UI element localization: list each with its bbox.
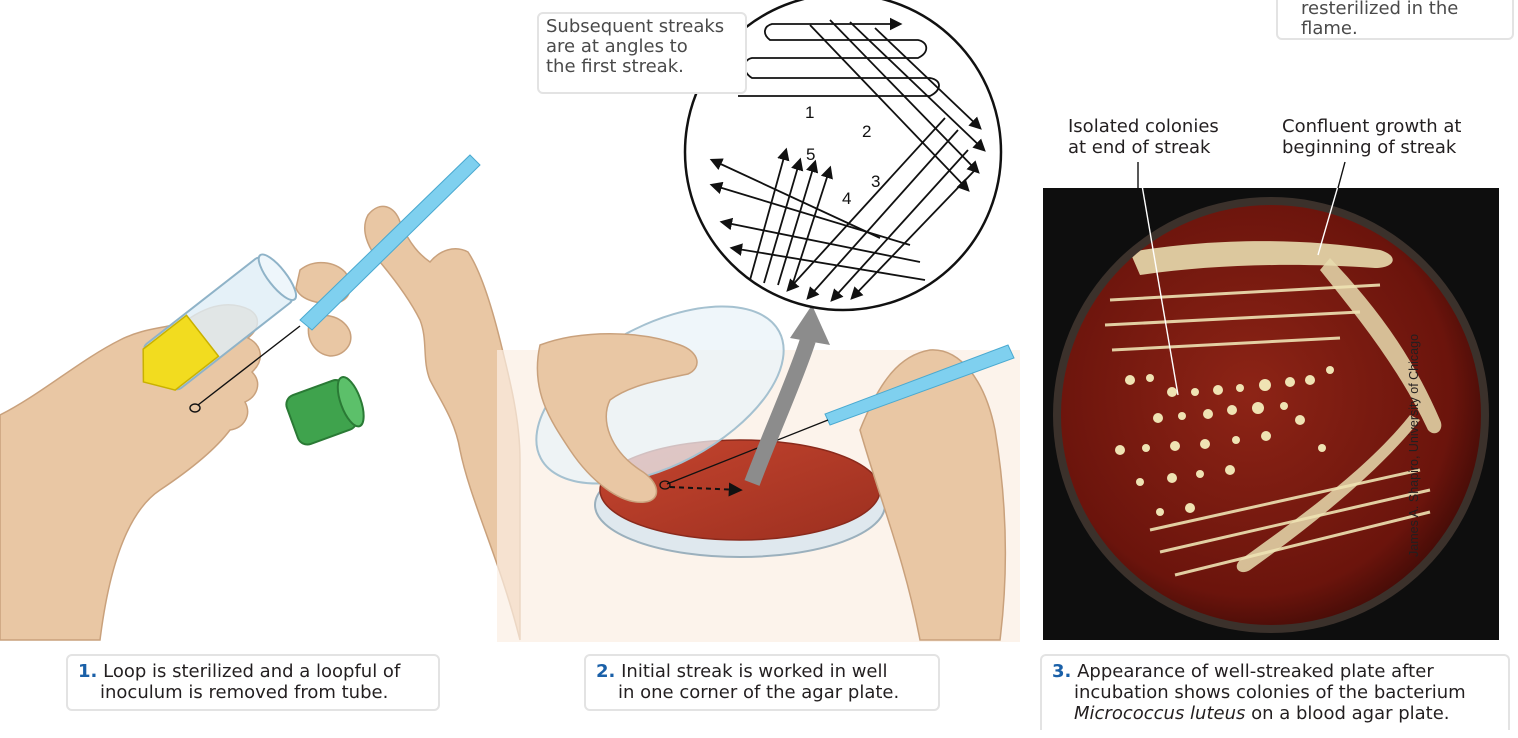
angle-callout-line-1: Subsequent streaks <box>546 16 724 37</box>
caption-step-3: 3. Appearance of well-streaked plate aft… <box>1040 654 1510 730</box>
streak-number-1: 1 <box>805 103 814 122</box>
step1-artwork <box>0 155 520 640</box>
caption-step-3-line-3-rest: on a blood agar plate. <box>1245 703 1449 724</box>
caption-step-1-number: 1. <box>78 661 97 682</box>
step2-artwork: 1 2 3 4 5 <box>497 0 1020 642</box>
caption-step-2-number: 2. <box>596 661 615 682</box>
isolated-colonies-label: Isolated colonies at end of streak <box>1068 116 1219 158</box>
photo-credit: James A. Shapiro, University of Chicago <box>1407 217 1423 557</box>
caption-step-3-number: 3. <box>1052 661 1071 682</box>
isolated-label-line-1: Isolated colonies <box>1068 116 1219 137</box>
caption-step-2-line-2: in one corner of the agar plate. <box>596 682 928 703</box>
angle-callout-line-2: are at angles to <box>546 36 688 57</box>
flame-callout-line-1: resterilized in the <box>1285 0 1458 19</box>
streak-number-5: 5 <box>806 145 815 164</box>
plate-photo <box>1043 162 1499 640</box>
tube-cap <box>284 374 369 447</box>
isolated-label-line-2: at end of streak <box>1068 137 1210 158</box>
confluent-label-line-2: beginning of streak <box>1282 137 1456 158</box>
streak-number-4: 4 <box>842 189 851 208</box>
confluent-growth-label: Confluent growth at beginning of streak <box>1282 116 1461 158</box>
angle-callout-line-3: the first streak. <box>546 56 684 77</box>
caption-step-3-line-3: Micrococcus luteus on a blood agar plate… <box>1052 703 1498 724</box>
caption-step-3-line-1: Appearance of well-streaked plate after <box>1077 661 1434 682</box>
angle-callout: Subsequent streaks are at angles to the … <box>537 12 747 94</box>
caption-step-2-line-1: Initial streak is worked in well <box>621 661 887 682</box>
streak-number-3: 3 <box>871 172 880 191</box>
species-name: Micrococcus luteus <box>1074 703 1245 724</box>
right-hand <box>365 206 520 640</box>
flame-callout-line-2: flame. <box>1285 18 1358 39</box>
caption-step-1-line-1: Loop is sterilized and a loopful of <box>103 661 400 682</box>
caption-step-1-line-2: inoculum is removed from tube. <box>78 682 428 703</box>
caption-step-2: 2. Initial streak is worked in well in o… <box>584 654 940 711</box>
confluent-label-line-1: Confluent growth at <box>1282 116 1461 137</box>
flame-callout: resterilized in the flame. <box>1276 0 1514 40</box>
caption-step-1: 1. Loop is sterilized and a loopful of i… <box>66 654 440 711</box>
streak-number-2: 2 <box>862 122 871 141</box>
caption-step-3-line-2: incubation shows colonies of the bacteri… <box>1052 682 1498 703</box>
